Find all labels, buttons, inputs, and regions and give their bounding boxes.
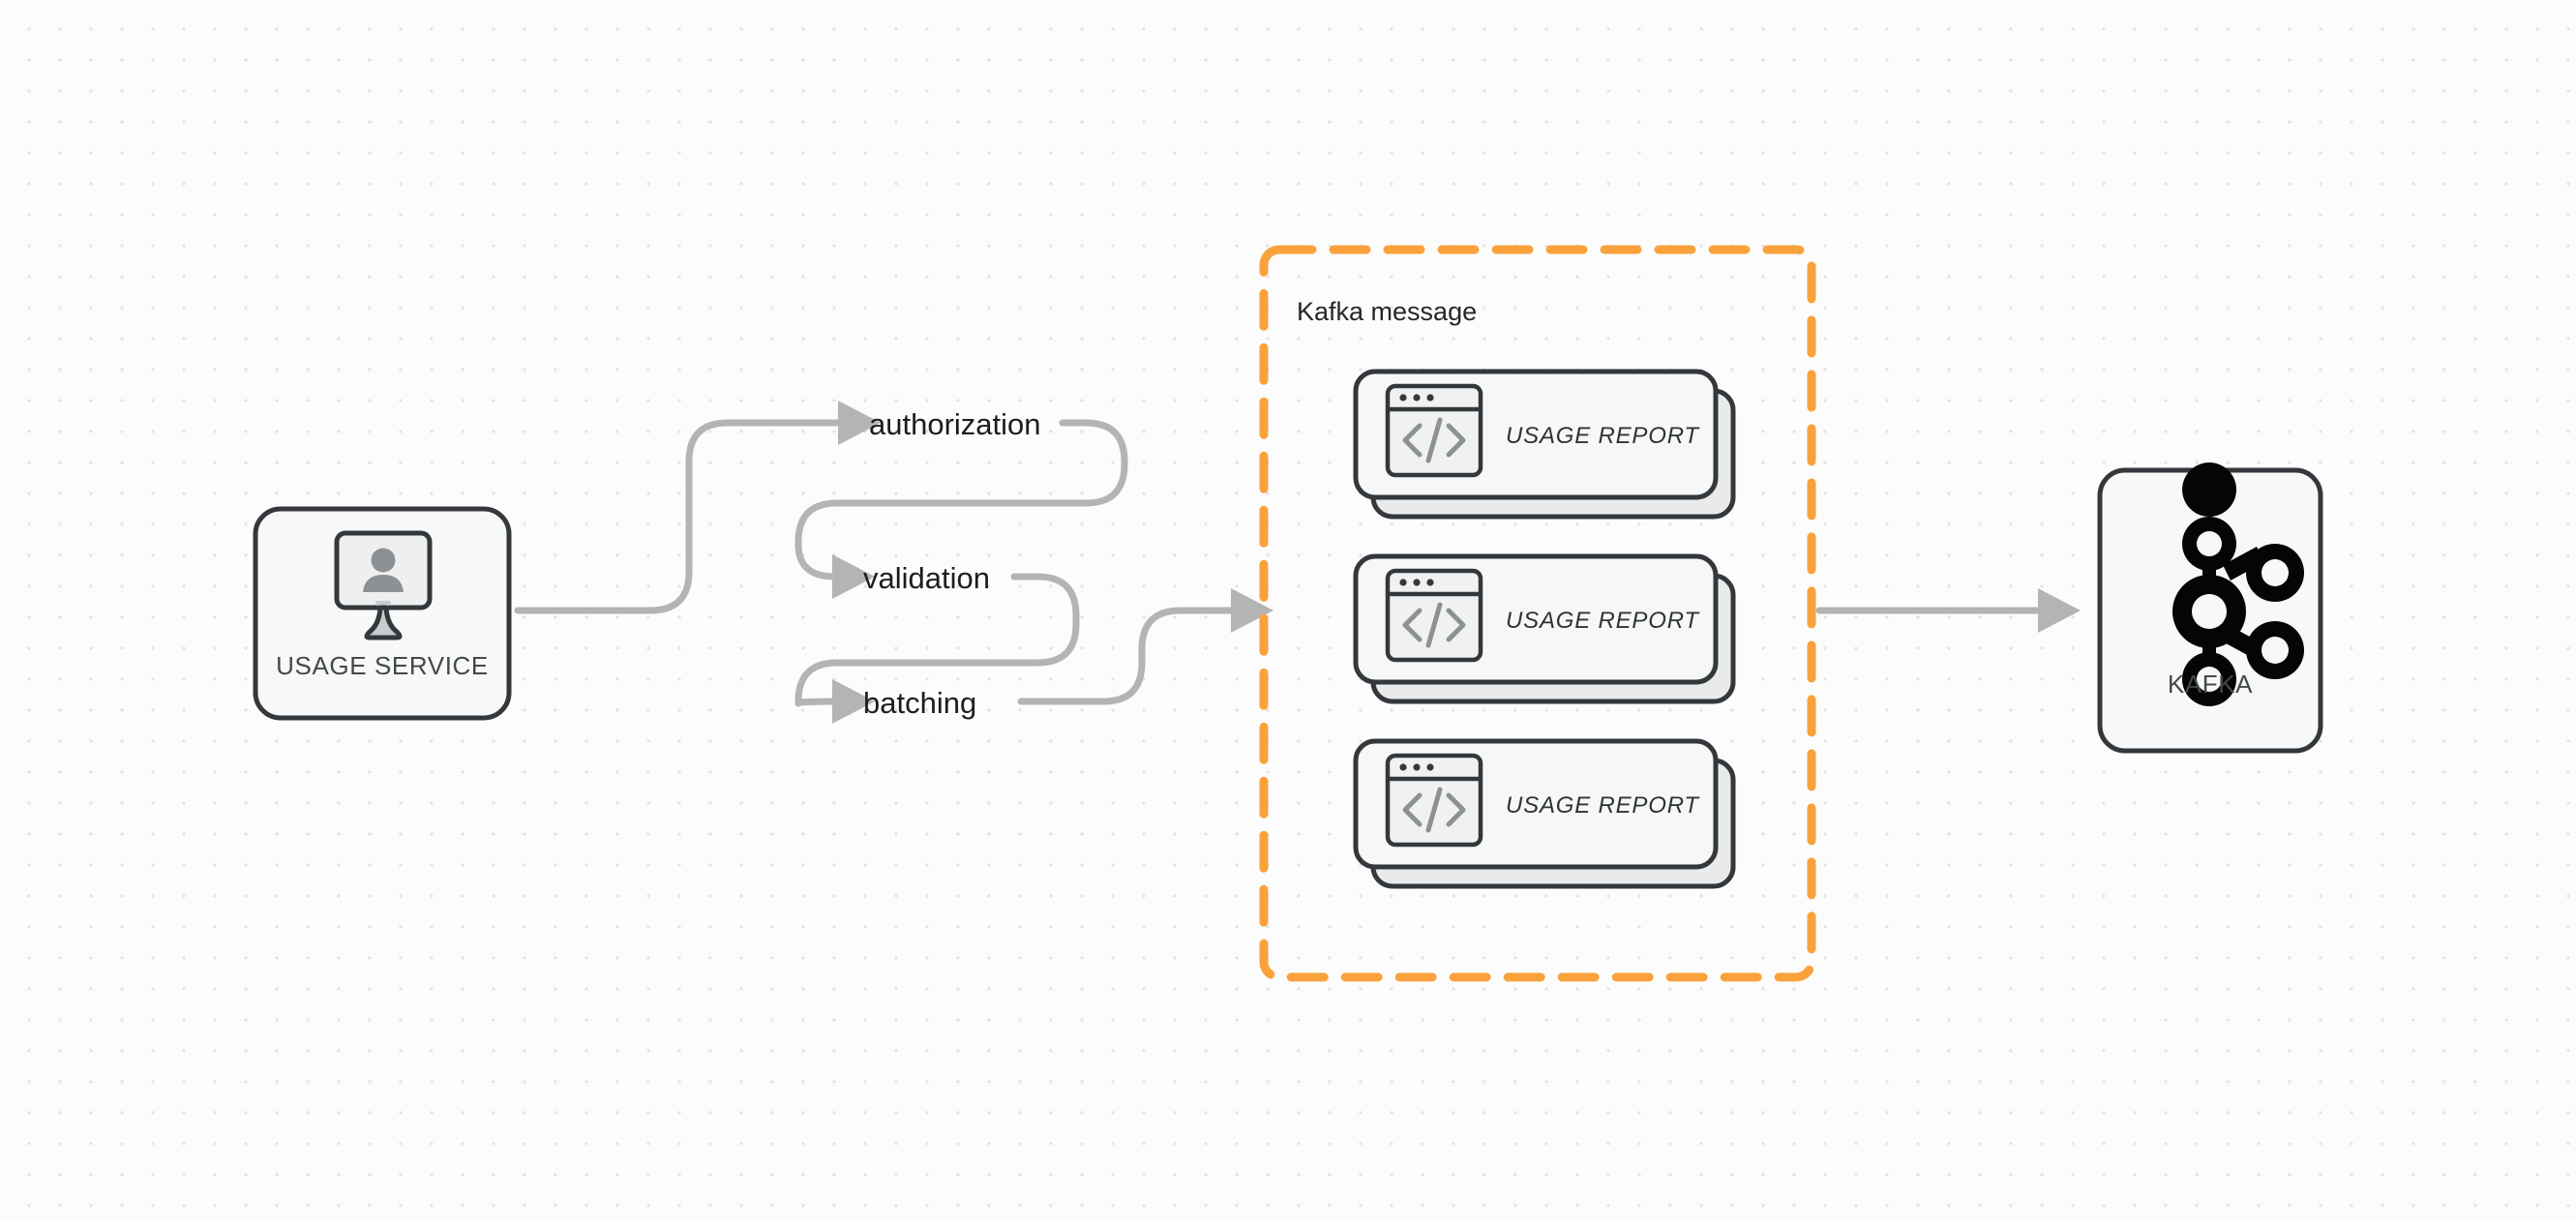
arrowhead-kafka-message: [1231, 588, 1273, 633]
usage-report-card-label: USAGE REPORT: [1506, 423, 1700, 449]
node-usage-service[interactable]: USAGE SERVICE: [253, 506, 512, 721]
usage-report-card[interactable]: USAGE REPORT: [1353, 369, 1736, 520]
connector-layer: [514, 401, 2081, 724]
step-label-validation: validation: [863, 561, 990, 595]
arrowhead-authorization: [838, 401, 881, 445]
kafka-message-group[interactable]: Kafka message USAGE REPORT: [1259, 245, 1816, 982]
usage-report-card-label: USAGE REPORT: [1506, 608, 1700, 634]
arrowhead-kafka: [2038, 588, 2081, 633]
kafka-label: KAFKA: [2168, 670, 2253, 699]
node-kafka[interactable]: KAFKA: [2097, 462, 2323, 754]
monitor-user-icon: [334, 530, 433, 640]
kafka-message-label: Kafka message: [1297, 297, 1477, 326]
code-window-icon: [1385, 753, 1483, 848]
arrowhead-batching: [832, 679, 875, 724]
connector-batching-to-kafka-message: [1017, 607, 1241, 705]
usage-service-label: USAGE SERVICE: [276, 651, 489, 680]
connector-validation-to-batching: [794, 573, 1080, 707]
usage-report-card[interactable]: USAGE REPORT: [1353, 553, 1736, 704]
connector-authorization-to-validation: [794, 419, 1128, 581]
connector-usage-service-to-authorization: [514, 419, 848, 614]
step-label-batching: batching: [863, 686, 976, 720]
step-label-authorization: authorization: [869, 407, 1041, 441]
usage-report-card[interactable]: USAGE REPORT: [1353, 738, 1736, 889]
code-window-icon: [1385, 383, 1483, 478]
usage-report-card-label: USAGE REPORT: [1506, 792, 1700, 819]
kafka-logo-icon: [2172, 462, 2304, 706]
code-window-icon: [1385, 568, 1483, 663]
arrowhead-validation: [832, 554, 875, 599]
kafka-message-dashed-border: [1259, 245, 1816, 982]
